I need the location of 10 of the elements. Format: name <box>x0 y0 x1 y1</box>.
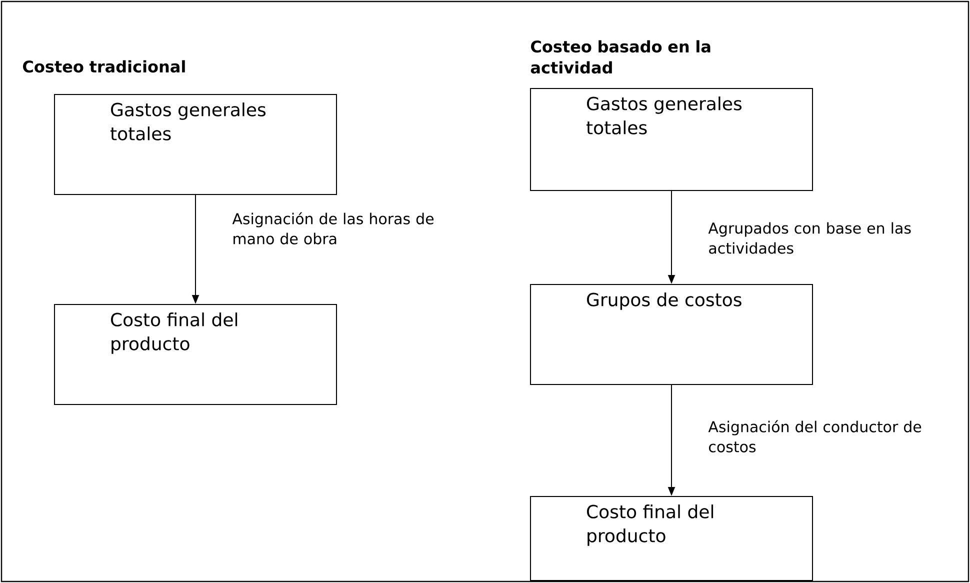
process-box: Gastos generales totales <box>54 94 337 195</box>
process-box: Grupos de costos <box>530 284 813 385</box>
process-box: Costo final del producto <box>530 496 813 581</box>
column-heading: Costeo tradicional <box>23 60 185 73</box>
edge-label: Asignación de las horas de mano de obra <box>232 212 434 244</box>
edge-label: Asignación del conductor de costos <box>708 420 922 452</box>
column-heading: Costeo basado en la actividad <box>530 40 710 74</box>
process-box: Costo final del producto <box>54 304 337 405</box>
edge-label: Agrupados con base en las actividades <box>708 222 911 254</box>
process-box: Gastos generales totales <box>530 88 813 191</box>
